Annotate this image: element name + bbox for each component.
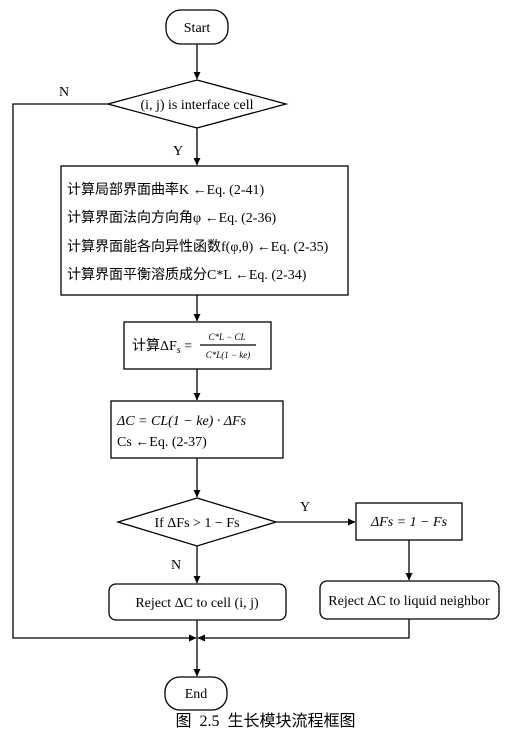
- step-anisotropy: 计算界面能各向异性函数f(φ,θ) ←Eq. (2-35): [67, 239, 329, 255]
- no-label-2: N: [171, 558, 181, 573]
- fs-limit-decision-label: If ΔFs > 1 − Fs: [154, 516, 239, 531]
- step-normal-angle: 计算界面法向方向角φ ←Eq. (2-36): [67, 210, 276, 226]
- compute-fs-numerator: C*L − CL: [209, 332, 246, 342]
- figure-caption: 图 2.5 生长模块流程框图: [175, 713, 356, 730]
- reject-cell-label: Reject ΔC to cell (i, j): [135, 596, 259, 611]
- update-fs-label: ΔFs = 1 − Fs: [370, 515, 448, 530]
- end-terminal: [164, 676, 228, 711]
- interface-computation-box: [60, 165, 349, 296]
- compute-fs-denominator: C*L(1 − ke): [206, 350, 251, 360]
- step-equilibrium: 计算界面平衡溶质成分C*L ←Eq. (2-34): [67, 267, 307, 283]
- end-label: End: [185, 687, 208, 702]
- compute-fs-prefix: 计算ΔFs =: [132, 338, 192, 356]
- reject-neighbor-label: Reject ΔC to liquid neighbor: [328, 594, 490, 609]
- yes-label-1: Y: [173, 144, 183, 159]
- delta-c-line1: ΔC = CL(1 − ke) · ΔFs: [116, 414, 247, 429]
- no-label-1: N: [59, 85, 69, 100]
- start-label: Start: [184, 21, 211, 36]
- interface-cell-decision-label: (i, j) is interface cell: [140, 98, 253, 113]
- yes-label-2: Y: [300, 500, 310, 515]
- update-fs-box: [355, 502, 463, 541]
- delta-c-line2: Cs ←Eq. (2-37): [117, 435, 207, 450]
- delta-c-box: [110, 400, 284, 459]
- step-curvature: 计算局部界面曲率K ←Eq. (2-41): [67, 181, 264, 198]
